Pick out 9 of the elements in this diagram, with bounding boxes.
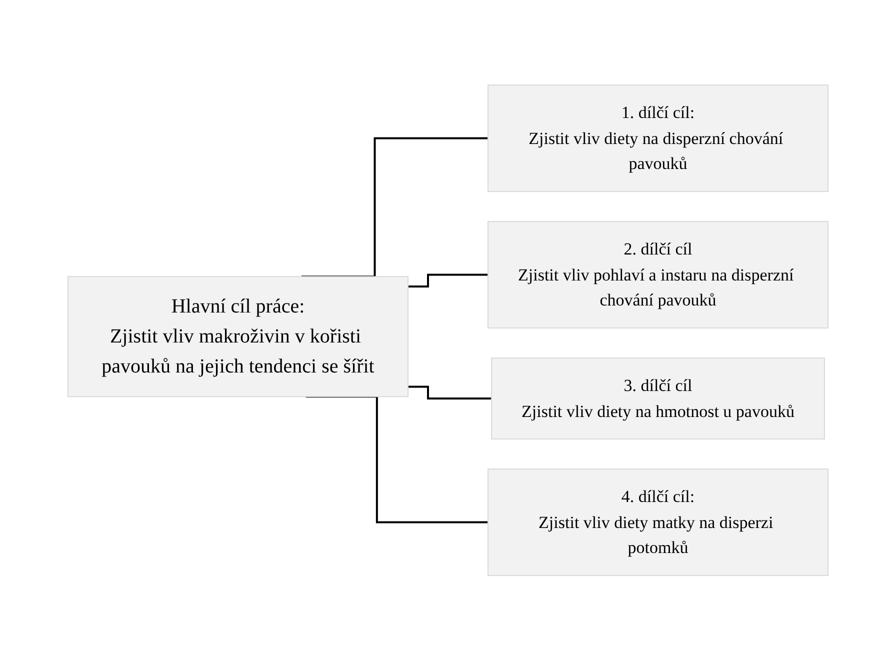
node-box: 3. dílčí cíl Zjistit vliv diety na hmotnost u pavouků xyxy=(491,358,825,440)
connector xyxy=(306,396,488,524)
node-box: 1. dílčí cíl: Zjistit vliv diety na disperzní chování pavouků xyxy=(488,84,828,192)
node-box: 4. dílčí cíl: Zjistit vliv diety matky na disperzi potomků xyxy=(488,468,828,576)
connector xyxy=(408,274,488,288)
connector xyxy=(302,138,488,278)
node-box: 2. dílčí cíl Zjistit vliv pohlaví a instaru na disperzní chování pavouků xyxy=(488,221,828,329)
connector xyxy=(408,386,492,400)
node-box: Hlavní cíl práce: Zjistit vliv makroživin v kořisti pavouků na jejich tendenci se šířit xyxy=(68,276,408,398)
